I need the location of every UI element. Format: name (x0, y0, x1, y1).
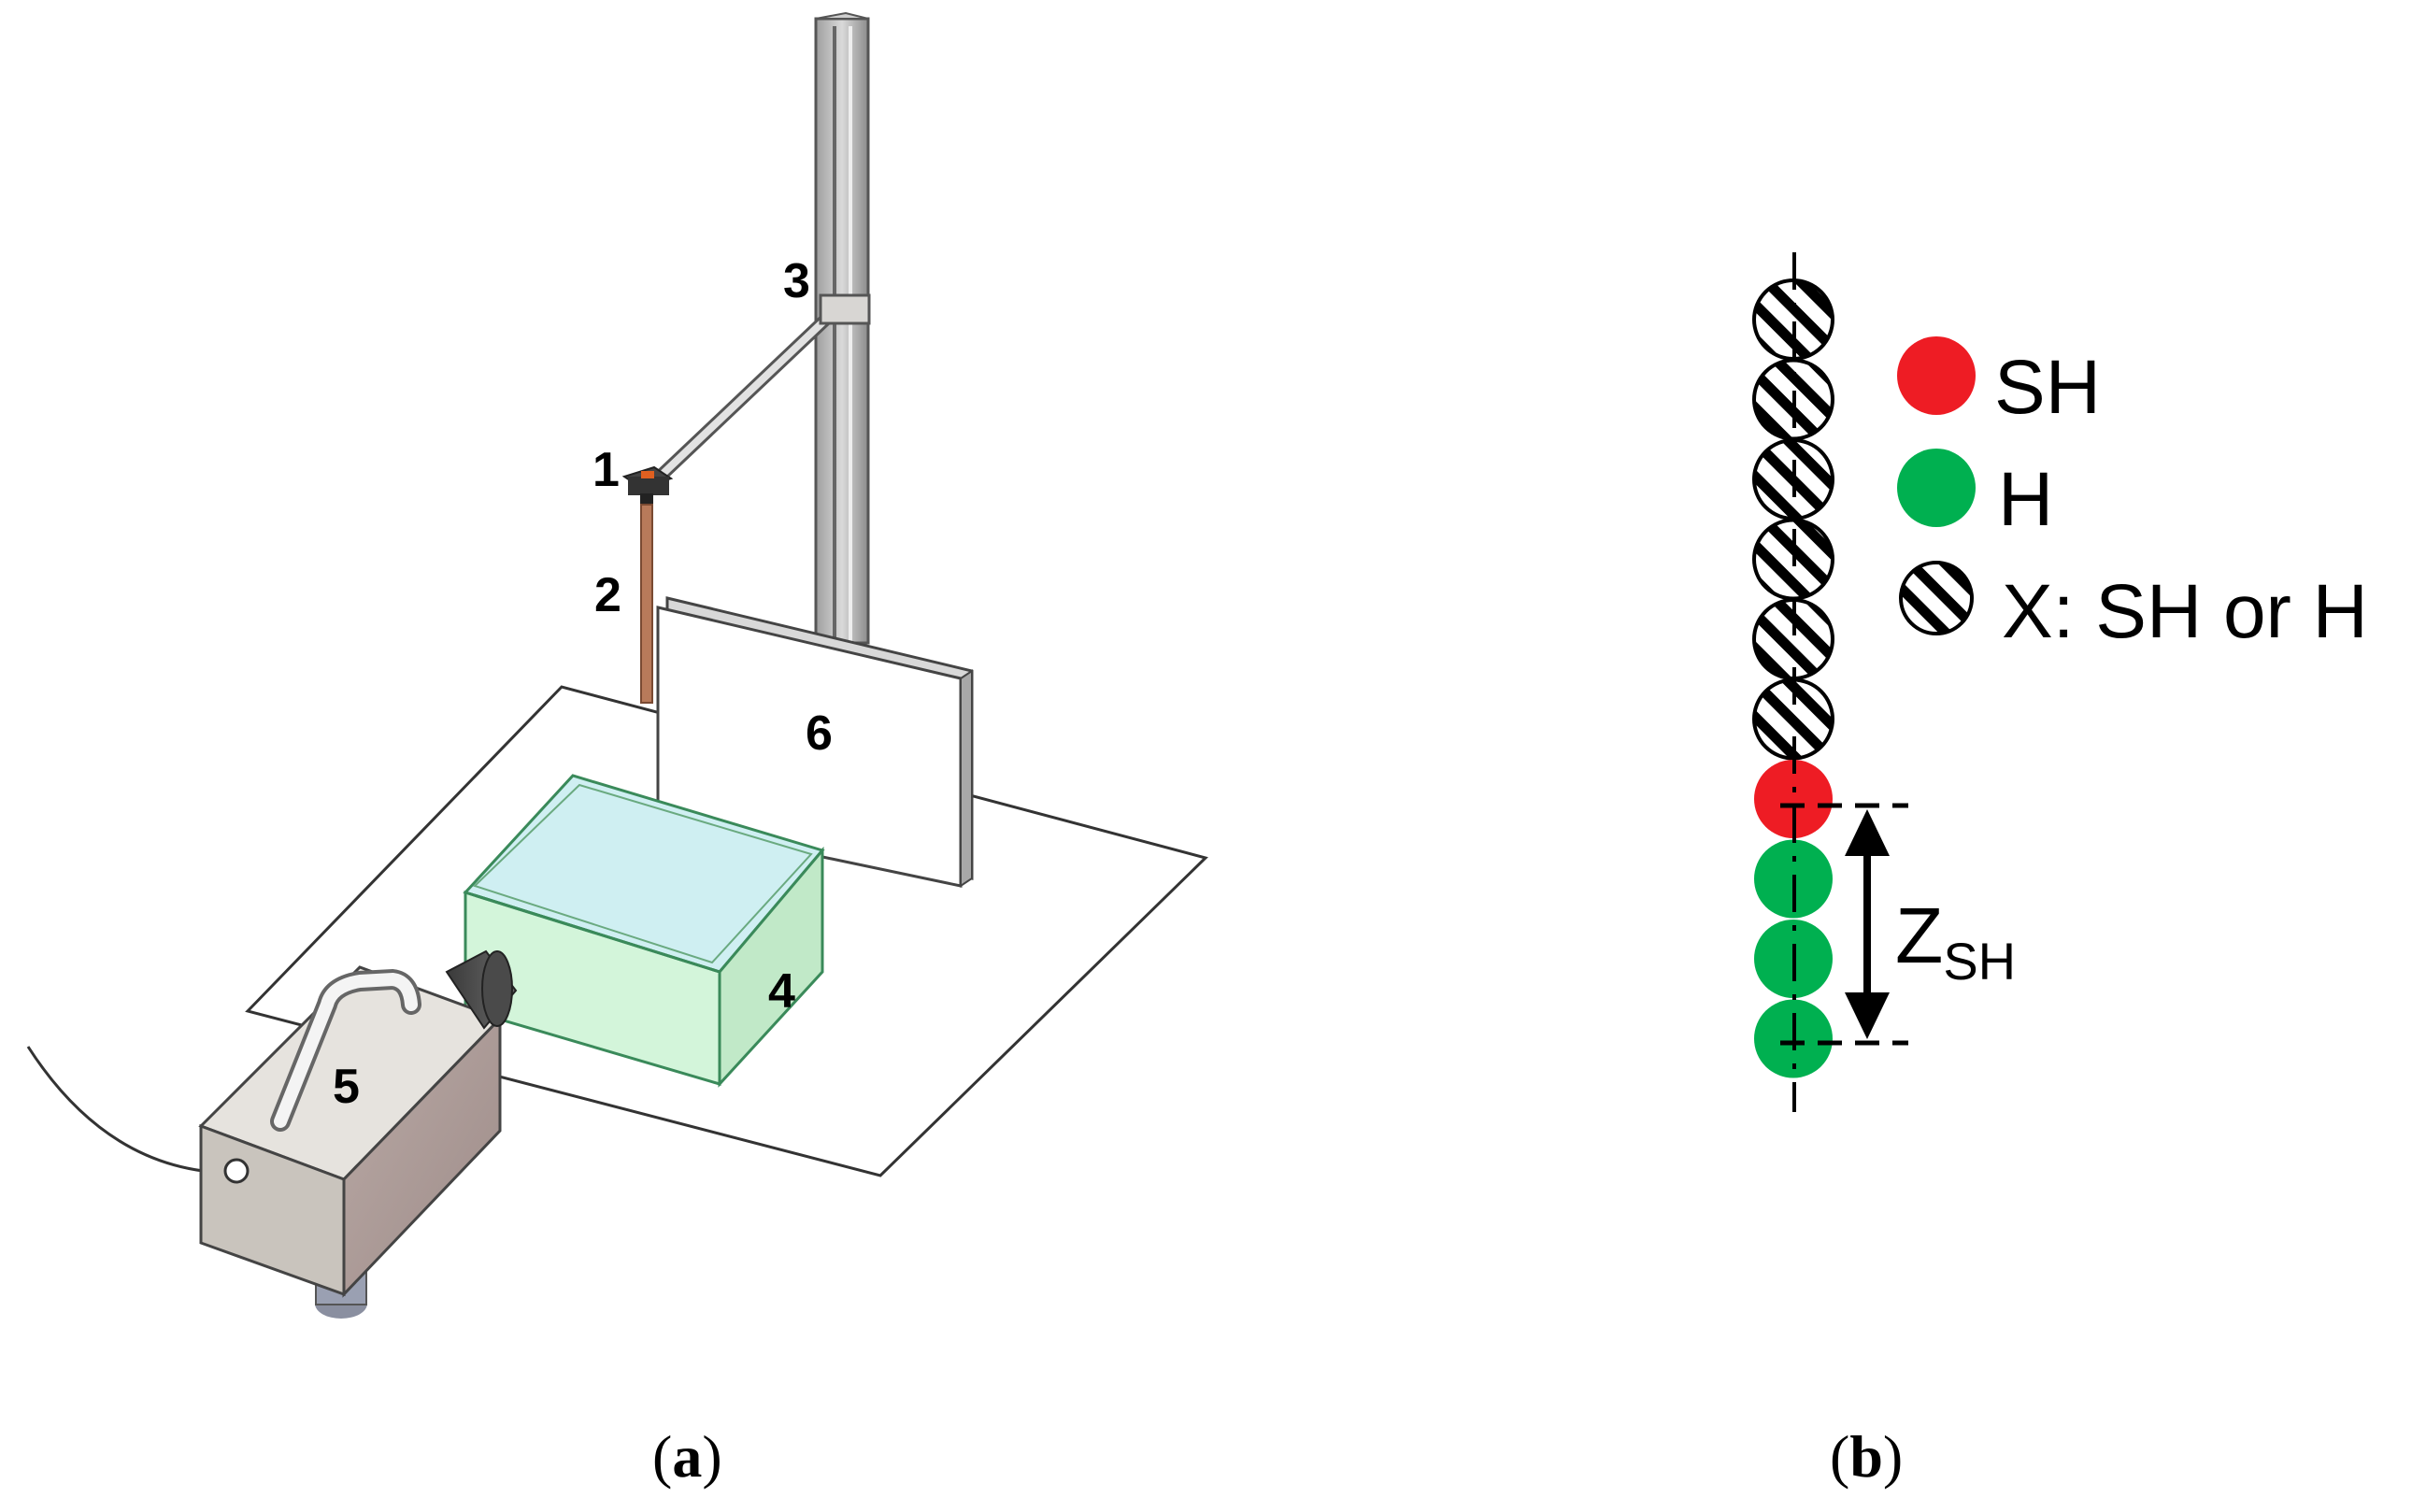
legend-x-swatch (1899, 561, 1974, 635)
legend: SH H X: SH or H (1897, 336, 2368, 654)
legend-x-label: X: SH or H (2002, 569, 2368, 654)
support-arm (651, 293, 871, 485)
water-tank (463, 774, 825, 1088)
caption-a: (a) (652, 1423, 722, 1490)
panel-a-apparatus: 1 2 3 4 5 6 (26, 11, 1208, 1319)
particle-holder (621, 465, 674, 506)
callout-1: 1 (592, 443, 620, 497)
callout-3: 3 (783, 254, 810, 308)
vertical-rail (814, 11, 870, 645)
particle-sh (1754, 760, 1833, 838)
dimension-label: ZSH (1895, 892, 2016, 991)
rail-clamp (819, 293, 871, 325)
callout-4: 4 (768, 964, 795, 1019)
drop-tube (640, 504, 653, 704)
high-speed-camera (26, 949, 518, 1319)
callout-6: 6 (806, 706, 833, 761)
legend-h-swatch (1897, 449, 1976, 527)
legend-sh-swatch (1897, 336, 1976, 415)
panel-b-schematic: ZSH SH H X: SH or H (1752, 252, 2368, 1112)
caption-b: (b) (1830, 1423, 1903, 1490)
legend-sh-label: SH (1994, 345, 2101, 430)
callout-5: 5 (333, 1060, 360, 1114)
particle-column (1752, 278, 1834, 1078)
legend-h-label: H (1998, 457, 2053, 542)
backlight-panel (656, 596, 974, 888)
dimension-arrow (1845, 809, 1890, 1039)
callout-2: 2 (594, 568, 621, 622)
